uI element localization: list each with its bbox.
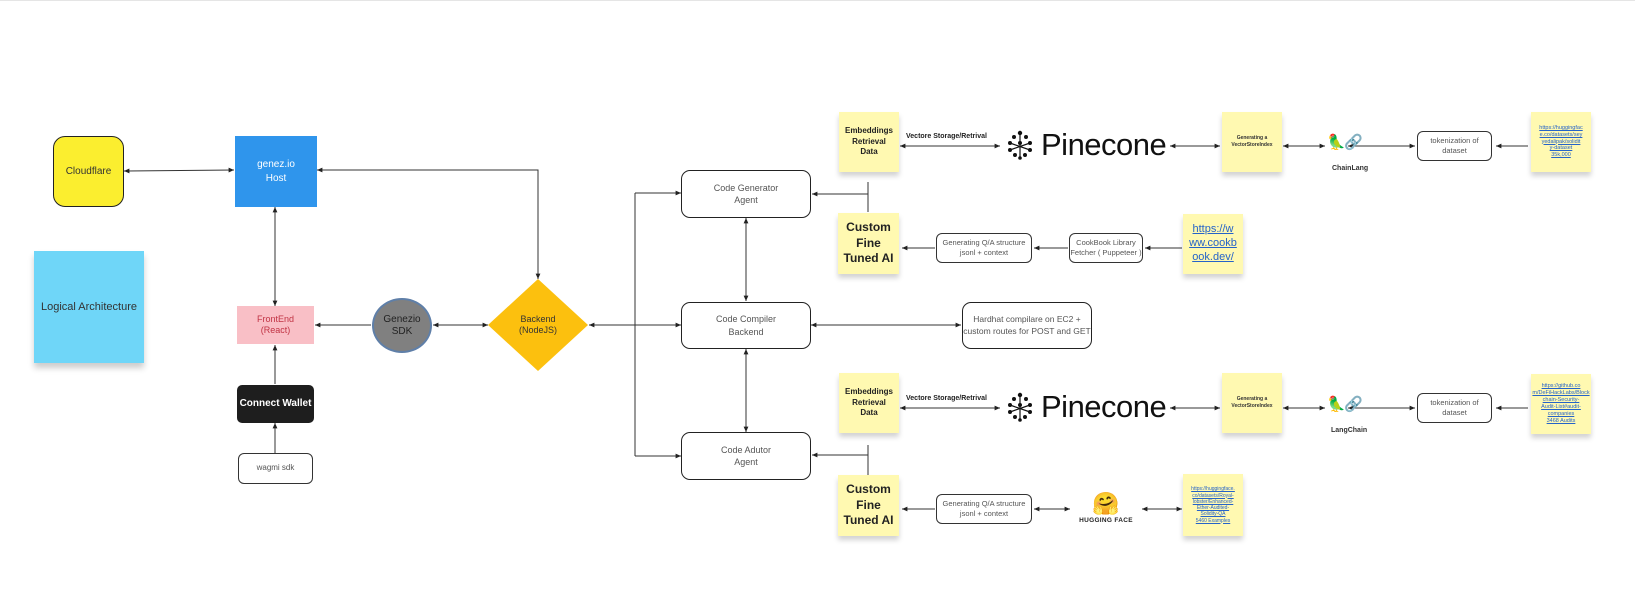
bottom-pinecone-wordmark: Pinecone — [1041, 389, 1167, 424]
frontend-react-node[interactable]: FrontEnd (React) — [237, 306, 314, 344]
hugging-face-wordmark: HUGGING FACE — [1079, 516, 1133, 524]
top-dataset-link-note[interactable]: https://huggingfac e.co/datasets/sey yed… — [1531, 112, 1591, 172]
backend-diamond-shape[interactable] — [488, 279, 588, 371]
chain-link-icon: 🔗 — [1344, 396, 1363, 413]
bottom-qa-structure-node[interactable]: Generating Q/A structure jsonl + context — [936, 494, 1032, 524]
parrot-icon: 🦜 — [1327, 134, 1346, 151]
bottom-generating-index-note: Generating a VectorStoreIndex — [1222, 373, 1282, 433]
top-vector-storage-label: Vectore Storage/Retrival — [906, 133, 987, 140]
top-tokenization-node[interactable]: tokenization of dataset — [1417, 131, 1492, 161]
top-pinecone-logo: Pinecone — [1005, 127, 1167, 163]
genezio-sdk-node[interactable]: Genezio SDK — [372, 298, 432, 353]
cloudflare-node[interactable]: Cloudflare — [53, 136, 124, 207]
pinecone-logo-icon — [1008, 130, 1032, 160]
hf-dataset-link-note[interactable]: https://huggingface. co/datasets/Royal- … — [1183, 474, 1243, 536]
bottom-dataset-link-note[interactable]: https://github.co m/DeFiHackLabs/Block c… — [1531, 374, 1591, 434]
logical-architecture-note: Logical Architecture — [34, 251, 144, 363]
code-auditor-agent-node[interactable]: Code Adutor Agent — [681, 432, 811, 480]
genez-io-host-node[interactable]: genez.io Host — [235, 136, 317, 207]
bottom-vector-storage-label: Vectore Storage/Retrival — [906, 395, 987, 402]
cookbook-link-note[interactable]: https://w ww.cookb ook.dev/ — [1183, 214, 1243, 274]
top-pinecone-wordmark: Pinecone — [1041, 127, 1167, 162]
bottom-framework-label: LangChain — [1331, 427, 1368, 434]
parrot-icon: 🦜 — [1327, 396, 1346, 413]
top-generating-index-note: Generating a VectorStoreIndex — [1222, 112, 1282, 172]
bottom-custom-fine-tuned-ai-note: Custom Fine Tuned AI — [838, 475, 899, 536]
cookbook-fetcher-node[interactable]: CookBook Library Fetcher ( Puppeteer ) — [1069, 233, 1143, 263]
hugging-face-logo: 🤗 HUGGING FACE — [1072, 486, 1140, 532]
pinecone-logo-icon — [1008, 392, 1032, 422]
bottom-pinecone-logo: Pinecone — [1005, 389, 1167, 425]
code-compiler-backend-node[interactable]: Code Compiler Backend — [681, 302, 811, 349]
hugging-face-emoji-icon: 🤗 — [1092, 490, 1120, 516]
bottom-embeddings-retrieval-note: Embeddings Retrieval Data — [839, 373, 899, 433]
top-embeddings-retrieval-note: Embeddings Retrieval Data — [839, 112, 899, 172]
top-qa-structure-node[interactable]: Generating Q/A structure jsonl + context — [936, 233, 1032, 263]
link-cloudflare-host — [123, 167, 235, 174]
bottom-tokenization-node[interactable]: tokenization of dataset — [1417, 393, 1492, 423]
top-custom-fine-tuned-ai-note: Custom Fine Tuned AI — [838, 213, 899, 274]
top-framework-label: ChainLang — [1332, 165, 1369, 172]
link-host-backend — [317, 167, 541, 279]
connect-wallet-node[interactable]: Connect Wallet — [237, 385, 314, 423]
backend-nodejs-label: Backend (NodeJS) — [518, 314, 557, 335]
wagmi-sdk-node[interactable]: wagmi sdk — [238, 453, 313, 484]
chain-link-icon: 🔗 — [1344, 134, 1363, 151]
hardhat-compiler-node[interactable]: Hardhat compilare on EC2 + custom routes… — [962, 302, 1092, 349]
code-generator-agent-node[interactable]: Code Generator Agent — [681, 170, 811, 218]
